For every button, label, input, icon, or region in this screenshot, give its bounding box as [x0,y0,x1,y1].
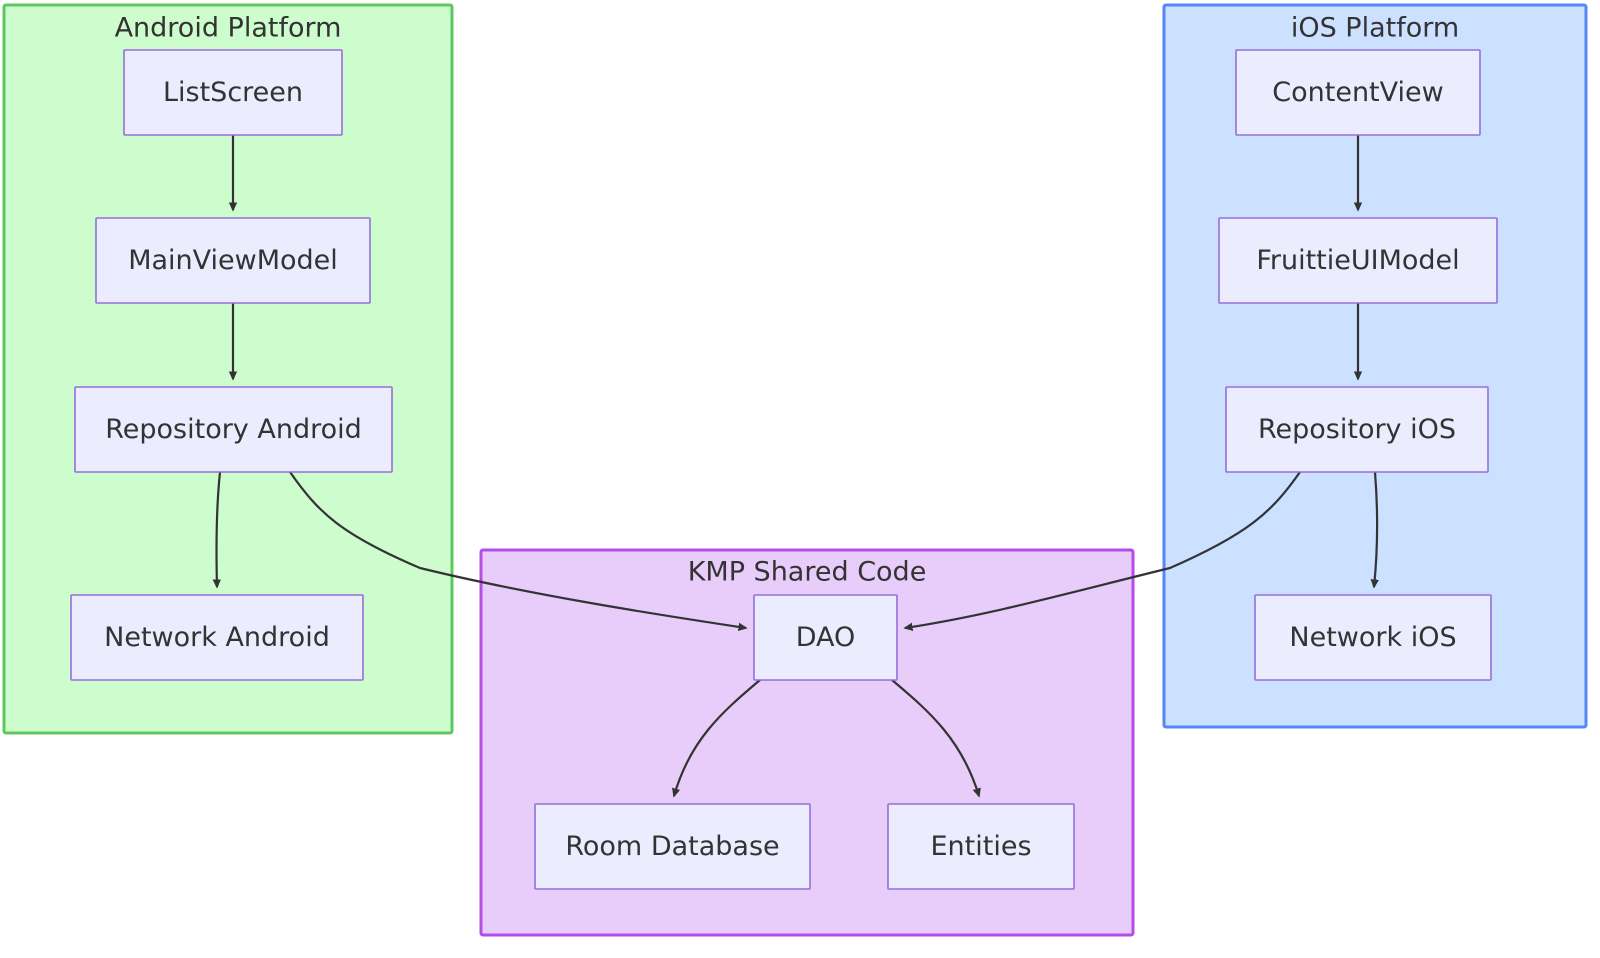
node-label-dao: DAO [796,622,856,653]
node-fruittieuimodel[interactable]: FruittieUIModel [1218,217,1498,304]
node-repoios[interactable]: Repository iOS [1225,386,1489,473]
node-label-listscreen: ListScreen [163,77,303,108]
edge-dao-to-roomdb [674,679,761,796]
node-entities[interactable]: Entities [887,803,1075,890]
node-box-repoios[interactable] [1225,386,1489,473]
node-box-entities[interactable] [887,803,1075,890]
node-box-fruittieuimodel[interactable] [1218,217,1498,304]
edge-repoios-to-networkios [1374,471,1377,587]
node-roomdb[interactable]: Room Database [534,803,811,890]
node-box-dao[interactable] [753,594,898,681]
cluster-ios: iOS Platform [1162,3,1588,729]
edge-repoandroid-to-networkandroid [216,471,220,587]
node-label-repoios: Repository iOS [1258,414,1456,445]
node-mainviewmodel[interactable]: MainViewModel [95,217,371,304]
node-label-contentview: ContentView [1272,77,1443,108]
node-box-roomdb[interactable] [534,803,811,890]
node-label-networkios: Network iOS [1289,622,1456,653]
node-networkandroid[interactable]: Network Android [70,594,364,681]
node-networkios[interactable]: Network iOS [1254,594,1492,681]
edge-group [216,135,1377,796]
node-contentview[interactable]: ContentView [1235,49,1481,136]
node-repoandroid[interactable]: Repository Android [74,386,393,473]
node-box-networkios[interactable] [1254,594,1492,681]
edge-repoandroid-to-dao [289,471,746,628]
edge-repoios-to-dao [905,471,1301,628]
edge-dao-to-entities [891,679,979,796]
cluster-android: Android Platform [2,3,454,735]
cluster-label-kmp: KMP Shared Code [688,557,927,588]
node-dao[interactable]: DAO [753,594,898,681]
node-label-roomdb: Room Database [565,831,779,862]
node-box-mainviewmodel[interactable] [95,217,371,304]
node-label-networkandroid: Network Android [104,622,330,653]
node-label-fruittieuimodel: FruittieUIModel [1256,245,1459,276]
cluster-box-android [2,3,454,735]
cluster-box-ios [1162,3,1588,729]
node-box-networkandroid[interactable] [70,594,364,681]
node-box-contentview[interactable] [1235,49,1481,136]
node-label-mainviewmodel: MainViewModel [128,245,338,276]
node-box-listscreen[interactable] [123,49,343,136]
node-listscreen[interactable]: ListScreen [123,49,343,136]
node-label-repoandroid: Repository Android [105,414,362,445]
node-label-entities: Entities [930,831,1031,862]
cluster-label-android: Android Platform [115,13,342,44]
node-box-repoandroid[interactable] [74,386,393,473]
cluster-label-ios: iOS Platform [1291,13,1459,44]
